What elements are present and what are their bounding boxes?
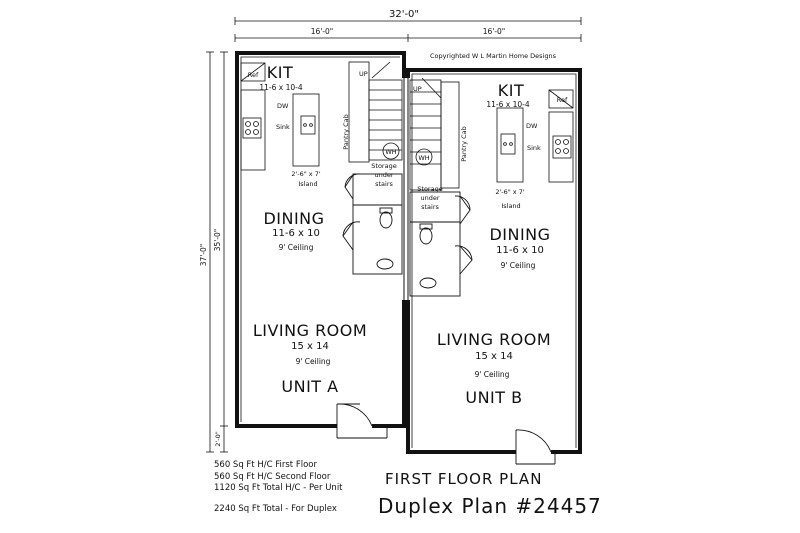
note-second-floor: 560 Sq Ft H/C Second Floor xyxy=(214,471,331,482)
unit-b-living-name: LIVING ROOM xyxy=(437,330,551,349)
unit-a-kitchen-size: 11-6 x 10-4 xyxy=(259,83,302,92)
unit-b-label: UNIT B xyxy=(465,388,522,407)
unit-a-dw-label: DW xyxy=(277,102,289,110)
unit-a-kitchen-name: KIT xyxy=(267,63,293,82)
entry-door-unit-b xyxy=(515,429,556,465)
unit-b-dining-name: DINING xyxy=(489,225,550,244)
dimension-lines xyxy=(206,17,582,453)
unit-b-island-size: 2'-6" x 7' xyxy=(495,188,525,196)
unit-a-width-dim: 16'-0" xyxy=(311,27,334,36)
unit-a-storage-line3: stairs xyxy=(375,180,393,188)
unit-a-dining-ceiling: 9' Ceiling xyxy=(279,243,314,252)
unit-a-pantry-label: Pantry Cab xyxy=(342,114,350,150)
unit-b-living-size: 15 x 14 xyxy=(475,351,513,362)
unit-a-label: UNIT A xyxy=(281,377,338,396)
unit-a-up-label: UP xyxy=(359,70,368,78)
unit-a-wh-label: WH xyxy=(385,148,396,156)
note-total-unit: 1120 Sq Ft Total H/C - Per Unit xyxy=(214,483,343,493)
unit-b-sink-label: Sink xyxy=(527,144,541,152)
unit-depth-dim: 35'-0" xyxy=(213,229,222,252)
unit-b-living-ceiling: 9' Ceiling xyxy=(475,370,510,379)
unit-b-island-label: Island xyxy=(501,202,520,210)
unit-a-storage-line2: under xyxy=(374,171,393,179)
unit-b-bath xyxy=(409,191,473,297)
unit-b-storage-line1: Storage xyxy=(417,185,442,193)
unit-a-kitchen-fixtures xyxy=(240,61,403,171)
unit-a-living-name: LIVING ROOM xyxy=(253,321,367,340)
unit-a-island-label: Island xyxy=(298,180,317,188)
unit-a-island-size: 2'-6" x 7' xyxy=(291,170,321,178)
unit-b-kitchen-size: 11-6 x 10-4 xyxy=(486,100,529,109)
unit-b-pantry-label: Pantry Cab xyxy=(460,126,468,162)
unit-a-storage-line1: Storage xyxy=(371,162,396,170)
note-total-duplex: 2240 Sq Ft Total - For Duplex xyxy=(214,503,337,514)
note-first-floor: 560 Sq Ft H/C First Floor xyxy=(214,460,317,470)
overall-width-dim: 32'-0" xyxy=(389,9,419,20)
unit-a-living-size: 15 x 14 xyxy=(291,341,329,352)
plan-title: FIRST FLOOR PLAN xyxy=(385,470,543,488)
unit-b-up-label: UP xyxy=(413,85,422,93)
plan-number: Duplex Plan #24457 xyxy=(378,494,602,518)
entry-door-unit-a xyxy=(336,403,388,439)
unit-b-storage-line2: under xyxy=(420,194,439,202)
unit-b-dw-label: DW xyxy=(526,122,538,130)
unit-a-dining-name: DINING xyxy=(263,209,324,228)
unit-a-sink-label: Sink xyxy=(276,123,290,131)
unit-b-dining-ceiling: 9' Ceiling xyxy=(501,261,536,270)
unit-a-dining-size: 11-6 x 10 xyxy=(272,228,320,239)
unit-b-wh-label: WH xyxy=(418,154,429,162)
exterior-walls xyxy=(235,51,582,454)
unit-a-bath xyxy=(342,173,403,275)
unit-b-width-dim: 16'-0" xyxy=(483,27,506,36)
overall-depth-dim: 37'-0" xyxy=(199,244,208,267)
unit-b-kitchen-name: KIT xyxy=(498,81,524,100)
square-footage-notes: 560 Sq Ft H/C First Floor 560 Sq Ft H/C … xyxy=(214,460,343,515)
unit-b-dining-size: 11-6 x 10 xyxy=(496,245,544,256)
copyright-text: Copyrighted W L Martin Home Designs xyxy=(430,52,557,60)
unit-b-kitchen-fixtures xyxy=(409,77,574,191)
unit-a-living-ceiling: 9' Ceiling xyxy=(296,357,331,366)
unit-b-ref-label: Ref xyxy=(557,96,568,104)
unit-b-storage-line3: stairs xyxy=(421,203,439,211)
offset-dim: 2'-0" xyxy=(214,431,222,446)
unit-a-ref-label: Ref xyxy=(248,71,259,79)
